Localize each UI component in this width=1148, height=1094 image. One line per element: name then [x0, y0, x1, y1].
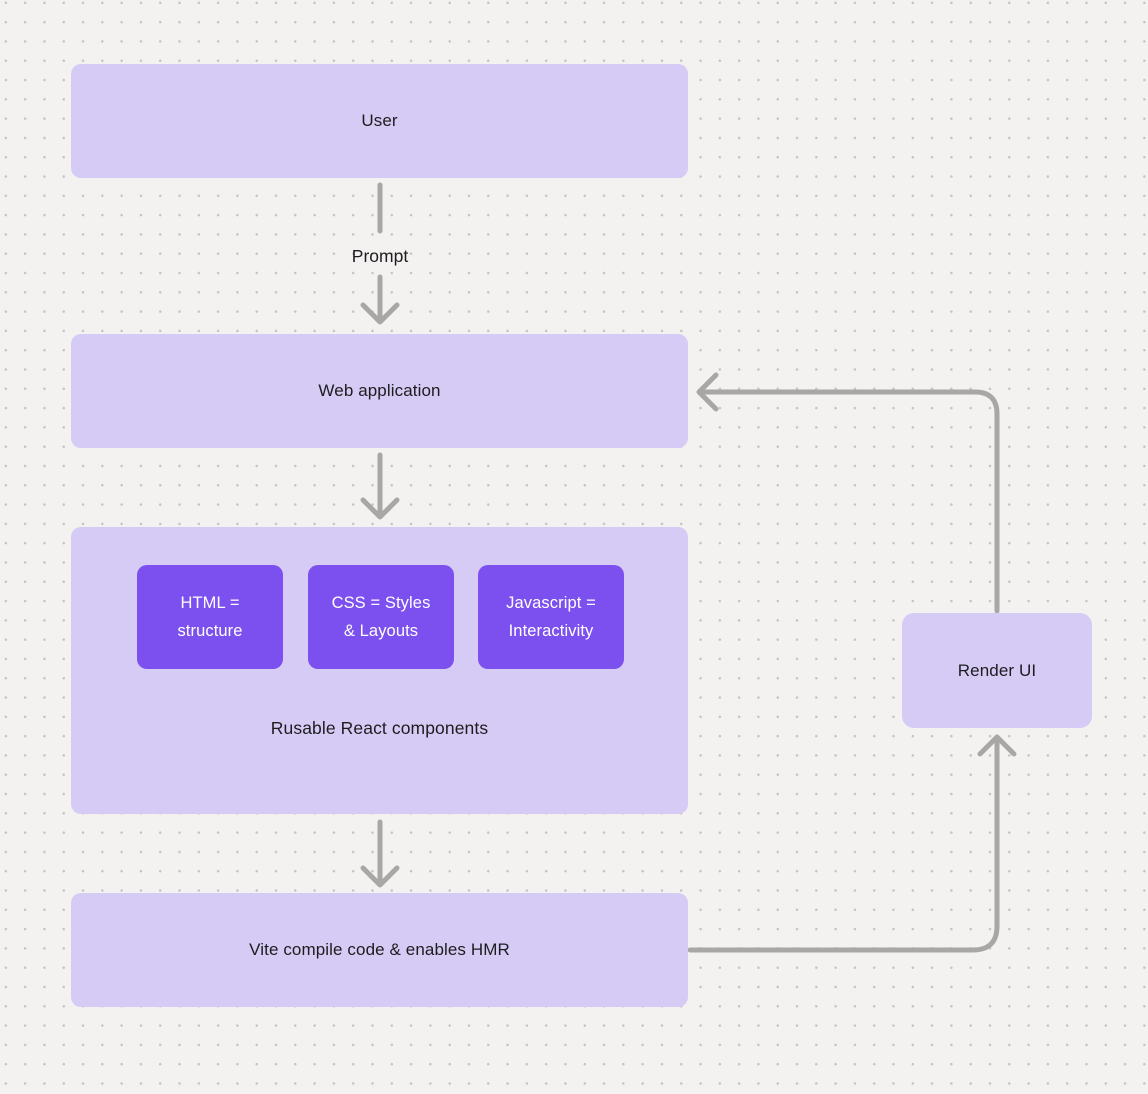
node-vite: Vite compile code & enables HMR: [71, 893, 688, 1007]
edge-label-prompt: Prompt: [351, 246, 409, 266]
node-render-ui-label: Render UI: [957, 660, 1037, 680]
node-web-application: Web application: [71, 334, 688, 448]
chip-html-line2: structure: [177, 622, 243, 640]
chip-javascript-line2: Interactivity: [508, 622, 594, 640]
chip-css-line1: CSS = Styles: [331, 594, 431, 612]
chip-javascript-line1: Javascript =: [506, 594, 596, 612]
chip-html: HTML = structure: [137, 565, 283, 669]
node-vite-label: Vite compile code & enables HMR: [249, 940, 510, 959]
connector-components-to-vite-arrow: [360, 819, 400, 888]
chip-javascript: Javascript = Interactivity: [478, 565, 624, 669]
chip-css-line2: & Layouts: [343, 622, 419, 640]
connector-webapp-to-components-arrow: [360, 452, 400, 520]
connector-render-to-webapp-arrow: [696, 372, 1000, 614]
connector-vite-to-render-arrow: [687, 734, 1017, 953]
node-render-ui: Render UI: [902, 613, 1092, 728]
node-user-label: User: [361, 111, 398, 130]
components-group-caption: Rusable React components: [270, 718, 489, 738]
chip-html-line1: HTML =: [180, 594, 240, 612]
node-web-application-label: Web application: [318, 381, 441, 400]
connector-prompt-to-webapp-arrow: [360, 274, 400, 325]
node-components-group: HTML = structure CSS = Styles & Layouts …: [71, 527, 688, 814]
chip-css: CSS = Styles & Layouts: [308, 565, 454, 669]
node-user: User: [71, 64, 688, 178]
